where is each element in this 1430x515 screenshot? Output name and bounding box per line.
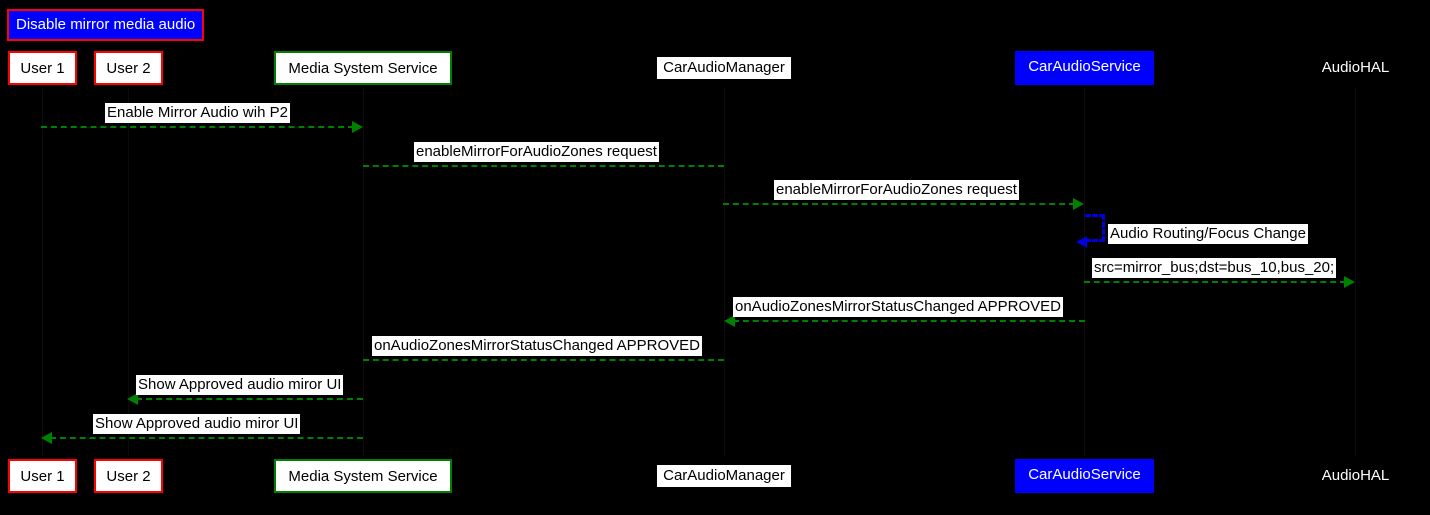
- message-6-arrowhead: [724, 315, 735, 327]
- participant-media-system-service-bottom[interactable]: Media System Service: [274, 459, 452, 493]
- lifeline-caraudiomanager: [724, 88, 725, 456]
- message-4-arrowhead: [1076, 236, 1087, 248]
- participant-audiohal-top[interactable]: AudioHAL: [1321, 59, 1390, 76]
- participant-caraudiomanager-bottom[interactable]: CarAudioManager: [657, 465, 791, 487]
- message-3-line: [723, 203, 1075, 205]
- message-8-line: [136, 398, 363, 400]
- message-7-line: [363, 359, 724, 361]
- message-3-arrowhead: [1073, 198, 1084, 210]
- participant-user-1-bottom[interactable]: User 1: [8, 459, 77, 493]
- participant-caraudioservice-top[interactable]: CarAudioService: [1015, 51, 1154, 85]
- message-9-arrowhead: [41, 432, 52, 444]
- message-8-arrowhead: [127, 393, 138, 405]
- diagram-title-banner: Disable mirror media audio: [7, 9, 205, 41]
- participant-user-2-top[interactable]: User 2: [94, 51, 163, 85]
- participant-audiohal-bottom[interactable]: AudioHAL: [1321, 467, 1390, 484]
- participant-user-1-top[interactable]: User 1: [8, 51, 77, 85]
- message-1-line: [41, 126, 354, 128]
- message-9-line: [50, 437, 363, 439]
- message-8-label: Show Approved audio miror UI: [136, 375, 344, 395]
- message-1-arrowhead: [352, 121, 363, 133]
- message-7-label: onAudioZonesMirrorStatusChanged APPROVED: [372, 336, 703, 356]
- lifeline-media-system-service: [363, 88, 364, 456]
- message-2-line: [363, 165, 724, 167]
- message-3-label: enableMirrorForAudioZones request: [774, 180, 1019, 200]
- message-1-label: Enable Mirror Audio wih P2: [105, 103, 290, 123]
- message-4-self-loop: [1085, 214, 1105, 242]
- message-5-line: [1084, 281, 1346, 283]
- lifeline-user-1: [42, 88, 43, 456]
- participant-caraudiomanager-top[interactable]: CarAudioManager: [657, 57, 791, 79]
- lifeline-user-2: [128, 88, 129, 456]
- participant-user-2-bottom[interactable]: User 2: [94, 459, 163, 493]
- message-2-label: enableMirrorForAudioZones request: [414, 142, 659, 162]
- participant-media-system-service-top[interactable]: Media System Service: [274, 51, 452, 85]
- message-9-label: Show Approved audio miror UI: [93, 414, 301, 434]
- message-6-label: onAudioZonesMirrorStatusChanged APPROVED: [733, 297, 1064, 317]
- message-5-arrowhead: [1344, 276, 1355, 288]
- message-4-label: Audio Routing/Focus Change: [1108, 224, 1308, 244]
- participant-caraudioservice-bottom[interactable]: CarAudioService: [1015, 459, 1154, 493]
- lifeline-caraudioservice: [1084, 88, 1085, 456]
- lifeline-audiohal: [1355, 88, 1356, 456]
- message-6-line: [733, 320, 1085, 322]
- message-5-label: src=mirror_bus;dst=bus_10,bus_20;: [1092, 258, 1337, 278]
